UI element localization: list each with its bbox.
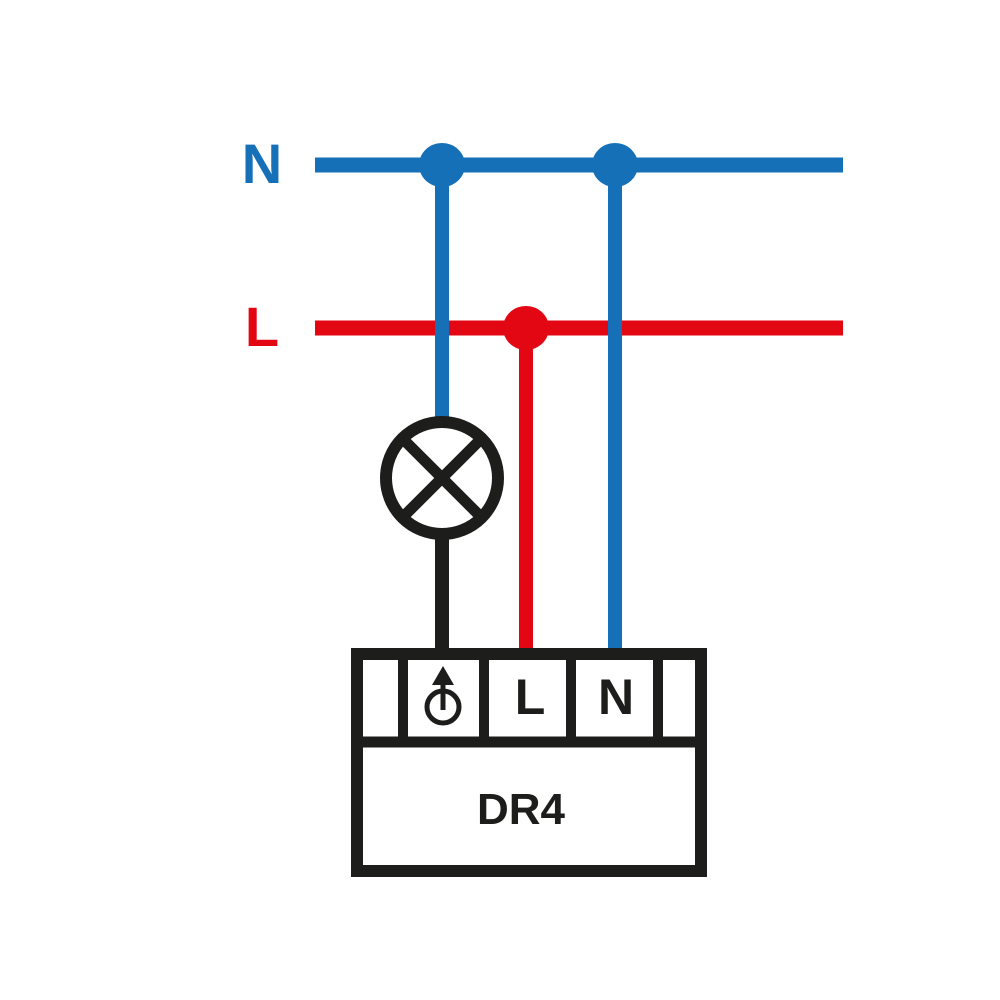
neutral-bus-label: N <box>242 132 282 195</box>
power-output-icon <box>424 666 462 726</box>
dr4-device <box>351 648 707 877</box>
live-bus-label: L <box>245 295 279 358</box>
lamp-icon <box>380 416 504 540</box>
terminal-neutral-label: N <box>598 669 634 725</box>
neutral-junction-dot <box>592 143 638 187</box>
device-name-label: DR4 <box>477 785 566 834</box>
terminal-live-label: L <box>515 669 546 725</box>
live-junction-dot <box>503 306 549 350</box>
neutral-junction-dot <box>419 143 465 187</box>
